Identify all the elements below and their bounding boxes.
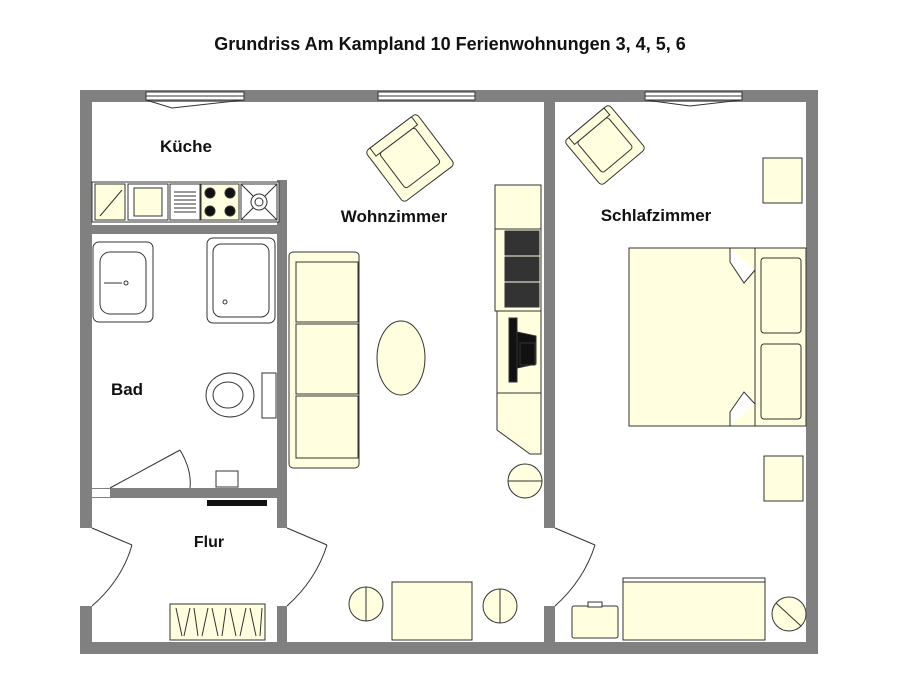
bath-cabinet [215,470,239,488]
wardrobe-icon [622,577,766,641]
sink-icon [92,241,154,323]
chair-icon [771,596,807,632]
door-icon [109,449,191,489]
shower-icon [206,237,276,324]
armchair-icon [366,114,454,202]
room-label-kueche: Küche [160,137,212,156]
window-icon [145,91,245,109]
door-icon [91,527,596,607]
chair-icon [482,588,518,624]
window-icon [377,91,476,101]
sofa-icon [288,251,360,469]
table-icon [391,581,473,641]
room-label-schlafzimmer: Schlafzimmer [601,206,712,225]
room-label-bad: Bad [111,380,143,399]
stove-icon [200,183,240,221]
coffee-table-icon [376,320,426,396]
room-label-flur: Flur [194,534,224,551]
suitcase-icon [571,601,619,639]
armchair-icon [565,105,645,185]
plan-title: Grundriss Am Kampland 10 Ferienwohnungen… [214,34,686,54]
tv-icon [494,184,542,455]
shoe-rack [169,603,266,641]
toilet-icon [205,372,277,419]
nightstand-icon [763,455,804,502]
door-mat [207,500,267,506]
bed-icon [628,247,807,427]
walls [80,90,818,654]
room-label-wohnzimmer: Wohnzimmer [341,207,448,226]
chair-icon [348,586,384,622]
chair-icon [507,463,543,499]
window-icon [644,91,743,107]
nightstand-icon [762,157,803,204]
washbasin-icon [240,183,278,221]
